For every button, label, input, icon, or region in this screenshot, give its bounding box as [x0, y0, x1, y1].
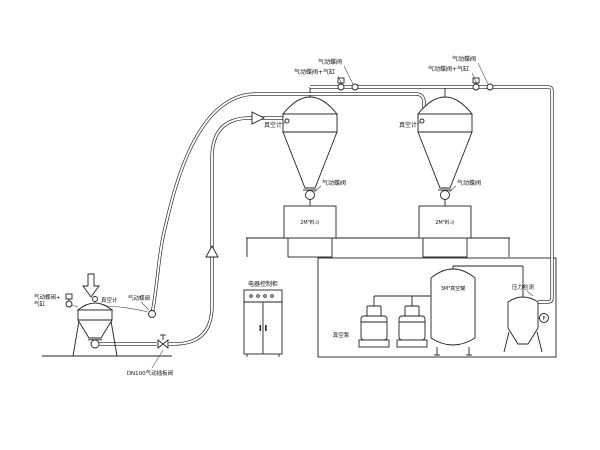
receiver2-header-valve-icon	[472, 83, 480, 91]
pressure-gauge-letter: P	[542, 316, 545, 322]
vacuum-header-pipe	[310, 85, 554, 304]
receiver-2	[417, 96, 473, 239]
feeder-valve-actuator	[65, 293, 73, 300]
feeder-body	[77, 309, 113, 321]
receiver1-body	[282, 113, 338, 133]
vacuum-pump-1	[358, 305, 390, 348]
control-cabinet-label: 电器控制柜	[248, 280, 278, 288]
pressure-gauge: P	[538, 313, 549, 323]
flow-right-arrow	[251, 111, 266, 125]
receiver1-vacuum-gauge-icon	[284, 118, 290, 124]
receiver1-discharge-valve-icon	[305, 190, 315, 200]
receiver-1	[282, 96, 338, 239]
vacuum-pump-2	[396, 305, 428, 348]
receiver2-bin-label: 2M³料斗	[435, 219, 455, 226]
annotations: 气动蝶阀 气动蝶阀+气缸 真空计 气动蝶阀 2M³料斗 气动蝶阀 气动蝶阀+气缸…	[34, 55, 535, 377]
receiver1-dome	[282, 96, 338, 115]
vacuum-tank-label: 3M³真空罐	[441, 285, 466, 292]
receiver1-valve-label: 气动蝶阀	[318, 58, 342, 66]
header-valves	[337, 77, 494, 91]
feeder-dome	[76, 302, 114, 311]
feeder-valve-cylinder-label-line2: 气缸	[34, 300, 46, 308]
slide-valve-label: DN100气动插板阀	[127, 369, 173, 377]
material-pipe	[92, 116, 284, 346]
receiver2-valve-label: 气动蝶阀	[452, 55, 476, 63]
receiver2-discharge-valve-icon	[440, 190, 450, 200]
feeder-top-valve-icon	[65, 300, 73, 308]
receiver2-valve-cylinder-label: 气动蝶阀+气缸	[428, 65, 469, 73]
receiver2-vacuum-gauge-label: 真空计	[399, 121, 417, 129]
flow-up-arrow	[205, 245, 219, 258]
receiver1-discharge-valve-label: 气动蝶阀	[322, 179, 346, 187]
receiver1-header-valve2-icon	[351, 83, 359, 91]
feeder-station	[65, 293, 149, 357]
feeder-vacuum-gauge-label: 真空计	[101, 296, 118, 304]
feed-direction-arrow	[82, 273, 100, 298]
receiver1-bin-label: 2M³料斗	[300, 219, 320, 226]
feeder-branch-connector	[105, 305, 149, 313]
feeder-cone	[77, 319, 113, 339]
receiver1-header-valve-icon	[337, 83, 345, 91]
receiver2-dome	[417, 96, 473, 115]
pressure-gauge-icon	[539, 313, 549, 323]
pump-room-outline	[317, 257, 557, 358]
receiver1-cone	[282, 131, 338, 189]
feeder-valve-label: 气动蝶阀	[128, 294, 150, 302]
receiver1-bin	[283, 205, 337, 239]
feeder-vacuum-gauge-icon	[92, 296, 98, 302]
receiver2-cone	[417, 131, 473, 189]
control-cabinet	[243, 289, 283, 357]
feeder-valve-cylinder-label-line1: 气动蝶阀+	[34, 293, 61, 301]
receiver1-valve-cylinder-label: 气动蝶阀+气缸	[294, 68, 335, 76]
receiver2-discharge-valve-label: 气动蝶阀	[457, 179, 481, 187]
feeder-discharge-valve	[90, 339, 100, 349]
slide-valve	[157, 334, 169, 349]
vacuum-tank	[430, 268, 476, 356]
support-pedestal	[422, 237, 468, 258]
filter-separator	[503, 296, 543, 353]
receiver2-header-valve2-icon	[486, 83, 494, 91]
branch-pipe-valve-icon	[148, 310, 156, 318]
flow-arrows	[82, 111, 266, 298]
vacuum-pump-label: 真空泵	[333, 331, 350, 339]
receiver-platform	[246, 237, 510, 258]
support-pedestal	[287, 237, 333, 258]
receiver2-bin	[418, 205, 472, 239]
receiver1-vacuum-gauge-label: 真空计	[264, 121, 282, 129]
branch-pipe	[150, 92, 426, 315]
receiver2-vacuum-gauge-icon	[419, 118, 425, 124]
pressure-detection-label: 压力检测	[512, 283, 535, 291]
pump-room-piping	[373, 265, 524, 306]
receiver2-body	[417, 113, 473, 133]
